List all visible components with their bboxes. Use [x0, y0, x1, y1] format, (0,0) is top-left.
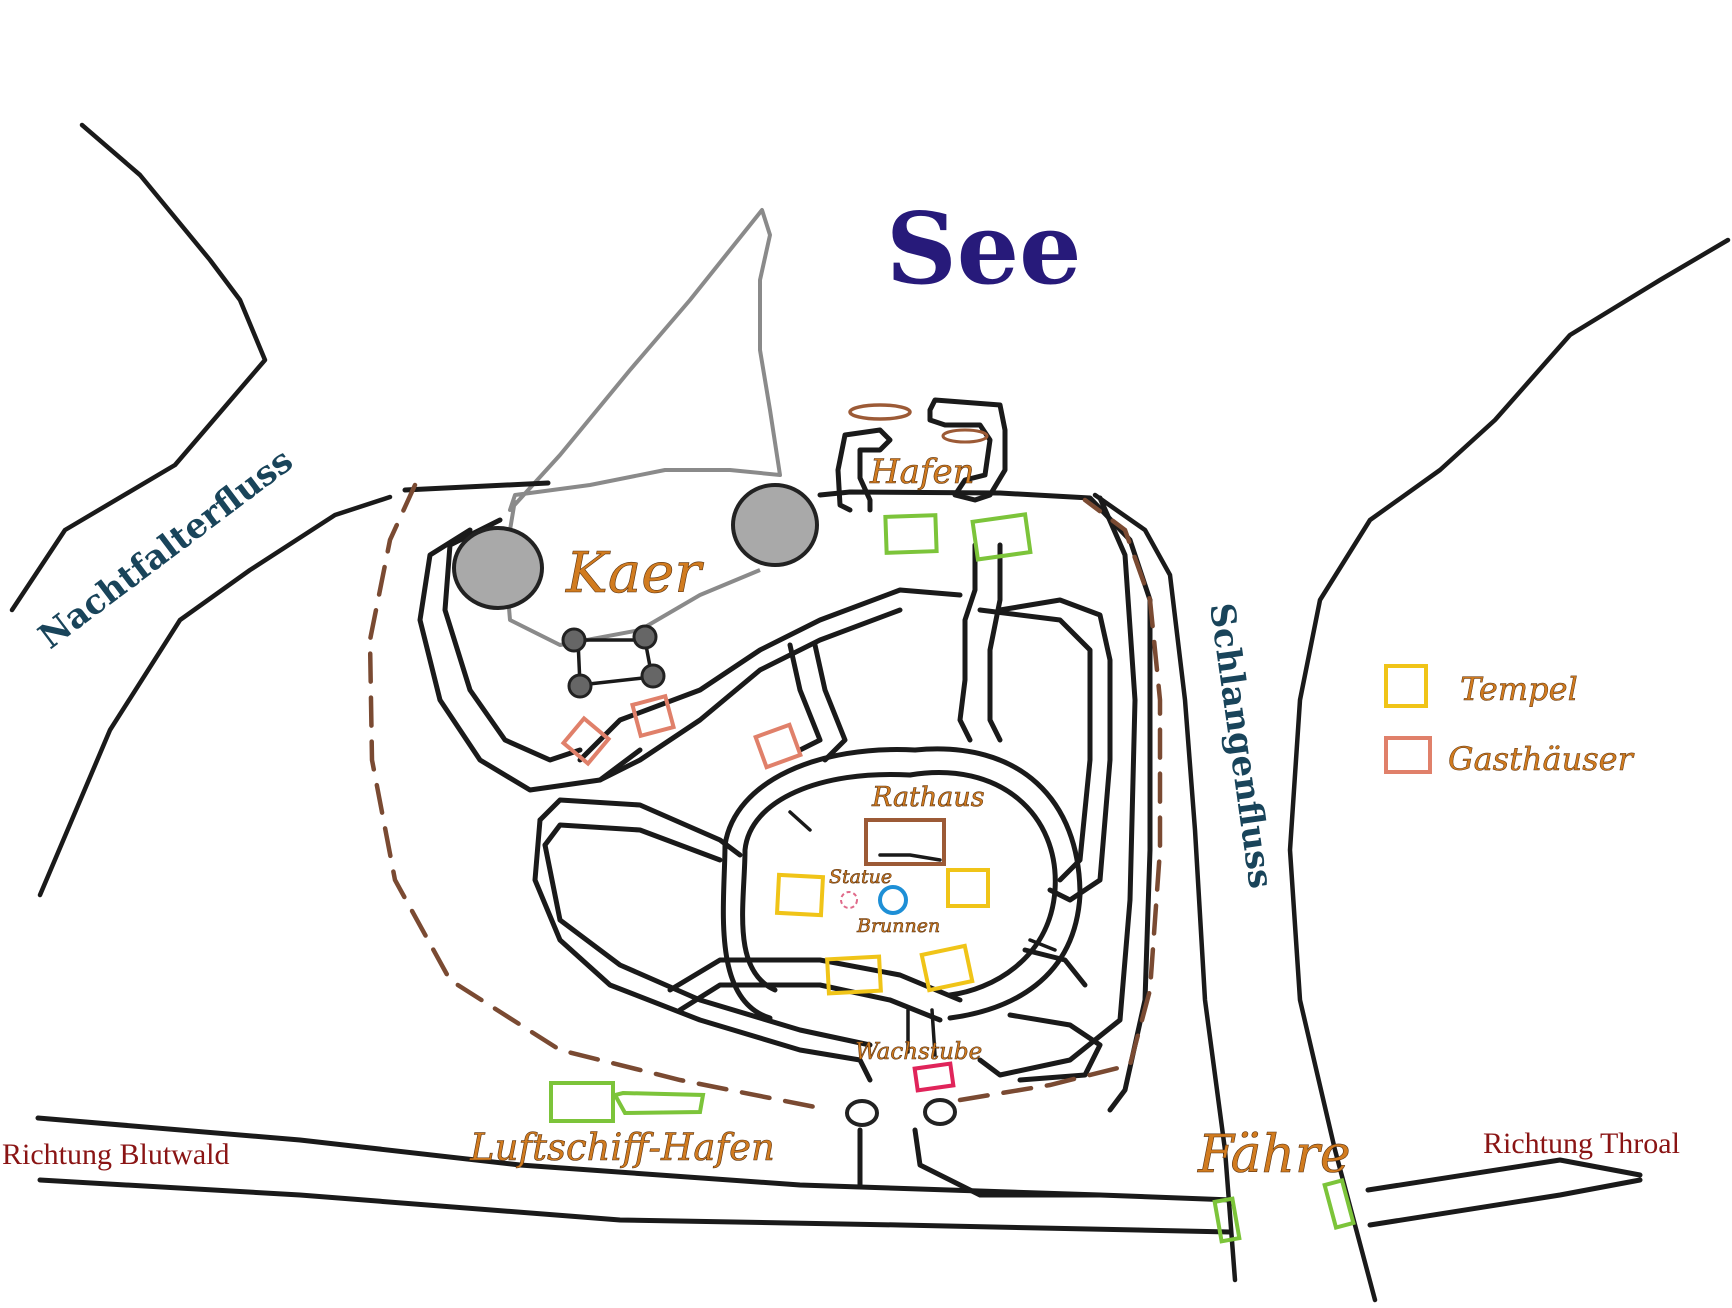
town-gates [845, 1098, 957, 1127]
legend-temple-swatch [1384, 664, 1428, 708]
legend-inn-label: Gasthäuser [1448, 740, 1635, 778]
temple-1 [774, 872, 826, 918]
inns [560, 693, 803, 770]
statue-marker [840, 891, 858, 909]
fountain-marker [878, 885, 908, 915]
gate-east [923, 1098, 957, 1126]
kaer-tower-west [452, 526, 544, 610]
river-east-label: Schlangenfluss [1201, 601, 1281, 891]
temple-3 [825, 954, 883, 996]
harbor-label: Hafen [869, 452, 975, 492]
green-buildings [549, 512, 1356, 1244]
airship-dock-1 [549, 1081, 615, 1123]
airship-dock-2 [611, 1090, 706, 1116]
fountain-label: Brunnen [856, 915, 940, 937]
river-east [1092, 237, 1731, 1303]
ferry-label: Fähre [1197, 1125, 1351, 1185]
town-hall-building [864, 818, 946, 866]
inn-3 [753, 722, 803, 770]
town-wall [367, 482, 1163, 1111]
inn-1 [560, 715, 612, 767]
sea-label: See [886, 192, 1081, 307]
town-hall-label: Rathaus [871, 782, 985, 813]
temple-4 [919, 943, 975, 993]
river-west-label: Nachtfalterfluss [31, 441, 300, 658]
inn-2 [629, 693, 677, 739]
kaer-towers [452, 483, 819, 699]
kaer-tower-east [731, 483, 819, 567]
temple-2 [946, 868, 990, 908]
kaer-label: Kaer [565, 541, 704, 606]
legend: Tempel Gasthäuser [1384, 664, 1635, 778]
plaza-ring [720, 746, 1083, 1057]
direction-west-label: Richtung Blutwald [2, 1138, 230, 1171]
warehouse-1 [883, 513, 939, 555]
main-road [35, 1115, 1643, 1235]
temples [774, 868, 990, 996]
warehouse-2 [970, 512, 1033, 562]
ferry-post-west [1212, 1196, 1242, 1244]
statue-label: Statue [829, 866, 892, 888]
airship-port-label: Luftschiff-Hafen [469, 1126, 775, 1169]
ferry-post-east [1322, 1177, 1356, 1231]
legend-inn-swatch [1384, 736, 1432, 774]
legend-temple-label: Tempel [1460, 670, 1578, 708]
boats [848, 403, 989, 444]
guardhouse-label: Wachstube [855, 1039, 982, 1065]
direction-east-label: Richtung Throal [1483, 1127, 1680, 1160]
guardhouse-building [912, 1061, 956, 1093]
river-west [9, 122, 393, 898]
gate-west [845, 1099, 879, 1127]
